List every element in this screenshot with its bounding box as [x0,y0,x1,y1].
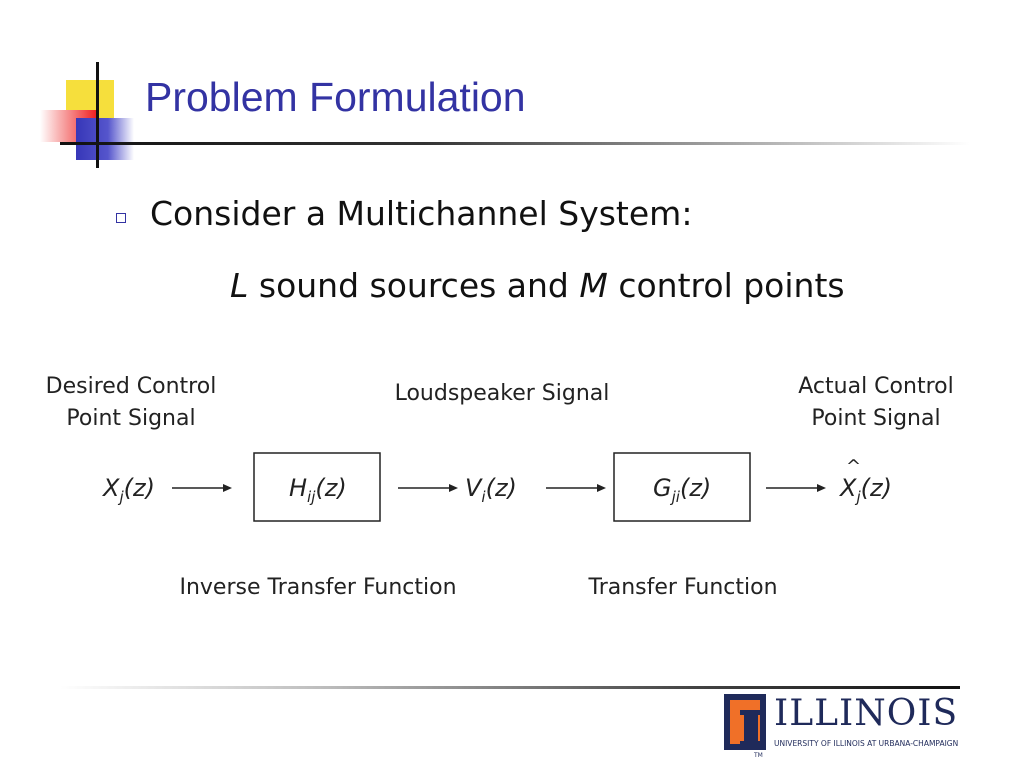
block1-caption: Inverse Transfer Function [179,575,456,600]
block-inverse-transfer: Hij(z) [253,452,381,522]
sub-bullet-text: L sound sources and M control points [230,266,845,305]
input-signal-sub: j [117,488,124,506]
output-label-line2: Point Signal [811,406,940,431]
input-label-line1: Desired Control [46,374,217,399]
arrow-mid-to-block2 [546,484,606,492]
block2-label: Gji(z) [653,474,711,506]
logo-tm: TM [754,752,763,759]
output-signal-arg: (z) [861,474,892,502]
block-i-icon [724,694,766,750]
logo-subtitle: UNIVERSITY OF ILLINOIS AT URBANA-CHAMPAI… [774,739,959,748]
vertical-rule [96,62,99,168]
block2-arg: (z) [680,474,711,502]
bullet-square-icon [116,213,126,223]
block1-sub: ij [307,488,316,506]
subline-part1: sound sources and [248,266,580,305]
block1-base: H [289,474,307,502]
title-underline [60,142,970,145]
arrow-input-to-block1 [172,484,232,492]
middle-label: Loudspeaker Signal [395,381,610,406]
block-transfer: Gji(z) [613,452,751,522]
illinois-logo: ILLINOIS UNIVERSITY OF ILLINOIS AT URBAN… [724,693,964,759]
slide-title: Problem Formulation [145,74,526,120]
block2-base: G [653,474,672,502]
mid-signal-arg: (z) [486,474,517,502]
block1-label: Hij(z) [289,474,347,506]
arrow-block2-to-output [766,484,826,492]
output-signal-hat: ^ [846,456,861,477]
output-label-line1: Actual Control [798,374,953,399]
blue-square-decoration [76,118,134,160]
input-signal: Xj(z) [101,474,155,506]
var-M: M [579,266,608,305]
mid-signal-sub: i [481,488,486,506]
input-signal-base: X [101,474,120,502]
footer-rule [60,686,960,689]
input-signal-arg: (z) [124,474,155,502]
block2-sub: ji [670,488,681,506]
input-label-line2: Point Signal [66,406,195,431]
subline-part2: control points [607,266,845,305]
block1-arg: (z) [315,474,346,502]
bullet-text: Consider a Multichannel System: [150,194,693,233]
mid-signal-base: V [465,474,483,502]
block2-caption: Transfer Function [587,575,777,600]
output-signal: Xj(z) [838,474,892,506]
output-signal-base: X [838,474,857,502]
mid-signal: Vi(z) [465,474,517,506]
var-L: L [230,266,249,305]
output-signal-sub: j [854,488,861,506]
logo-wordmark: ILLINOIS [774,693,959,734]
block-diagram: Desired Control Point Signal Loudspeaker… [46,374,954,600]
arrow-block1-to-mid [398,484,458,492]
